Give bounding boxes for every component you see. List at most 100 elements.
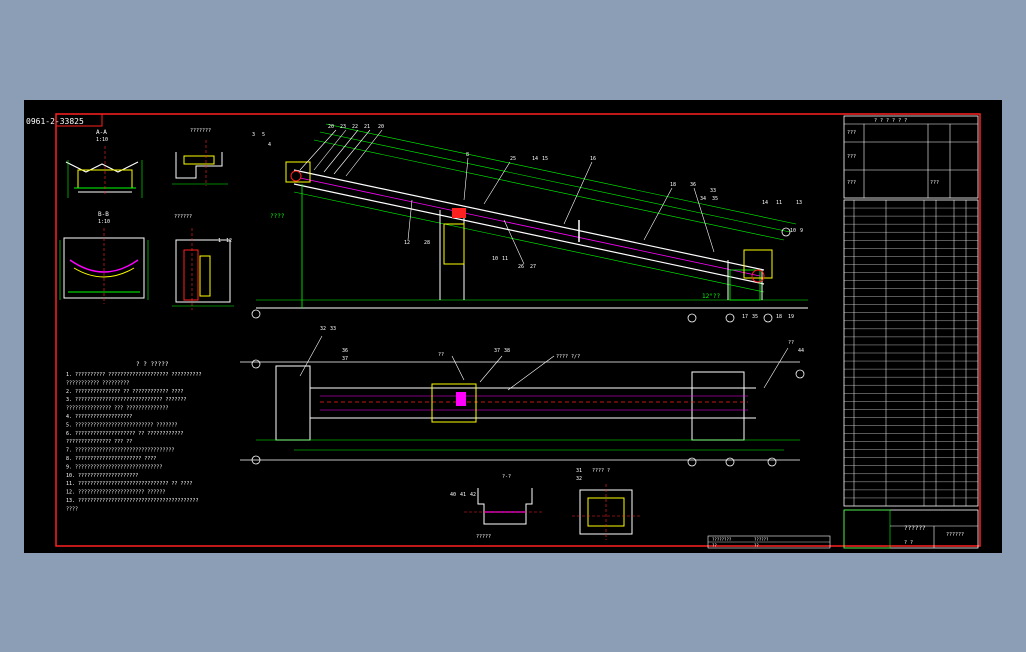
main-callout-right-6: 14 [762,200,768,206]
main-callout-top-1: 20 [328,124,334,130]
rev-table-3: ?? [712,543,717,548]
detail-1-view: ?????? 1 12 [172,214,234,310]
parts-list-header: ? ? ? ? ? ? [874,118,907,124]
detail-3-note: ????? [476,534,491,540]
detail-3-callout-1: 40 [450,492,456,498]
plan-callout-7: 38 [504,348,510,354]
parts-group-2: ??? [847,154,856,160]
title-block-sub: ? ? [904,540,913,546]
note-line: 11. ?????????????????????????????? ?? ??… [66,481,192,487]
rev-table-1: ???????? [712,537,732,542]
note-line: 10. ???????????????????? [66,473,138,479]
main-angle-note: 12°?? [702,293,720,300]
main-callout-mid-2: 25 [510,156,516,162]
main-callout-mid-5: 16 [590,156,596,162]
notes-title: ? ? ????? [136,361,169,368]
note-line: 5. ?????????????????????????? ??????? [66,422,177,428]
section-a-view: A-A 1:10 [65,129,143,198]
note-line: 2. ??????????????? ?? ???????????? ???? [66,389,183,395]
note-line: ??????????????? ??? ?????????????? [66,406,168,412]
parts-group-1: ??? [847,130,856,136]
main-callout-br-4: 19 [788,314,794,320]
detail-3-title: ?-? [502,474,511,480]
title-block: ?????? ? ? ?????? ???????? ?????? ?? ?? [707,509,979,549]
note-line: 8. ?????????????????????? ???? [66,456,156,462]
drawing-frame [55,113,981,547]
drawing-number-box [55,113,103,127]
main-elevation-view: 20 23 22 21 20 3 5 4 8 25 14 15 16 18 36… [251,123,808,323]
main-callout-right-8: 13 [796,200,802,206]
main-callout-br-2: 35 [752,314,758,320]
note-line: 6. ???????????????????? ?? ???????????? [66,431,183,437]
detail-2-title: ??????? [190,128,211,134]
main-callout-lower-6: 27 [530,264,536,270]
detail-1-callout-1: 1 [218,238,221,244]
drawing-number: 0961-2-33825 [26,117,84,126]
note-line: ???? [66,506,78,512]
note-line: 12. ?????????????????????? ?????? [66,490,165,496]
cad-canvas: 0961-2-33825 A-A 1:10 ??????? B-B 1:10 [26,113,981,549]
main-left-note: ???? [270,213,285,220]
plan-note: ???? ?/? [556,354,580,360]
title-block-company: ?????? [946,532,964,538]
plan-callout-3: 36 [342,348,348,354]
main-callout-top-3: 22 [352,124,358,130]
main-callout-mid-4: 15 [542,156,548,162]
detail-1-title: ?????? [174,214,192,220]
section-a-title: A-A [96,129,107,136]
detail-3-view: ?-? 40 41 42 ????? [450,474,544,540]
main-callout-right-3: 33 [710,188,716,194]
main-callout-right-9: 10 [790,228,796,234]
technical-notes: ? ? ????? 1. ?????????? ????????????????… [66,361,201,512]
note-line: ??????????????? ??? ?? [66,439,132,445]
section-b-title: B-B [98,211,109,218]
detail-3-callout-2: 41 [460,492,466,498]
main-callout-lower-4: 11 [502,256,508,262]
note-line: 13. ????????????????????????????????????… [66,498,198,504]
main-callout-top-4: 21 [364,124,370,130]
main-callout-left-2: 5 [262,132,265,138]
main-callout-right-4: 34 [700,196,706,202]
main-callout-lower-2: 28 [424,240,430,246]
detail-4-callout-2: 32 [576,476,582,482]
plan-callout-1: 32 [320,326,326,332]
rev-table-4: ?? [754,543,759,548]
plan-callout-4: 37 [342,356,348,362]
main-callout-lower-3: 10 [492,256,498,262]
title-block-name: ?????? [904,525,926,532]
note-line: 3. ????????????????????????????? ??????? [66,397,186,403]
section-b-scale: 1:10 [98,219,110,225]
parts-list: ? ? ? ? ? ? ??? ??? ??? ??? [843,115,979,507]
main-callout-left-1: 3 [252,132,255,138]
main-callout-right-2: 36 [690,182,696,188]
section-a-scale: 1:10 [96,137,108,143]
plan-callout-8: ?? [788,340,794,346]
parts-group-4: ??? [930,180,939,186]
main-callout-right-10: 9 [800,228,803,234]
main-callout-lower-5: 26 [518,264,524,270]
note-line: 1. ?????????? ???????????????????? ?????… [66,372,201,378]
note-line: 4. ??????????????????? [66,414,132,420]
main-callout-left-3: 4 [268,142,271,148]
main-callout-right-1: 18 [670,182,676,188]
main-callout-lower-1: 12 [404,240,410,246]
main-callout-right-7: 11 [776,200,782,206]
detail-3-callout-3: 42 [470,492,476,498]
main-callout-mid-1: 8 [466,152,469,158]
detail-1-callout-2: 12 [226,238,232,244]
cad-drawing-sheet: 0961-2-33825 A-A 1:10 ??????? B-B 1:10 [24,100,1002,553]
note-line: 7. ????????????????????????????????? [66,448,174,454]
plan-callout-5: ?? [438,352,444,358]
parts-group-3: ??? [847,180,856,186]
rev-table-2: ?????? [754,537,769,542]
main-callout-top-2: 23 [340,124,346,130]
plan-callout-9: 44 [798,348,804,354]
note-line: ??????????? ????????? [66,380,129,386]
main-callout-top-5: 20 [378,124,384,130]
detail-4-callout-1: 31 [576,468,582,474]
notes-lines: 1. ?????????? ???????????????????? ?????… [66,372,201,512]
main-callout-br-3: 18 [776,314,782,320]
detail-2-view: ??????? [172,128,228,186]
plan-callout-6: 37 [494,348,500,354]
note-line: 9. ????????????????????????????? [66,464,162,470]
